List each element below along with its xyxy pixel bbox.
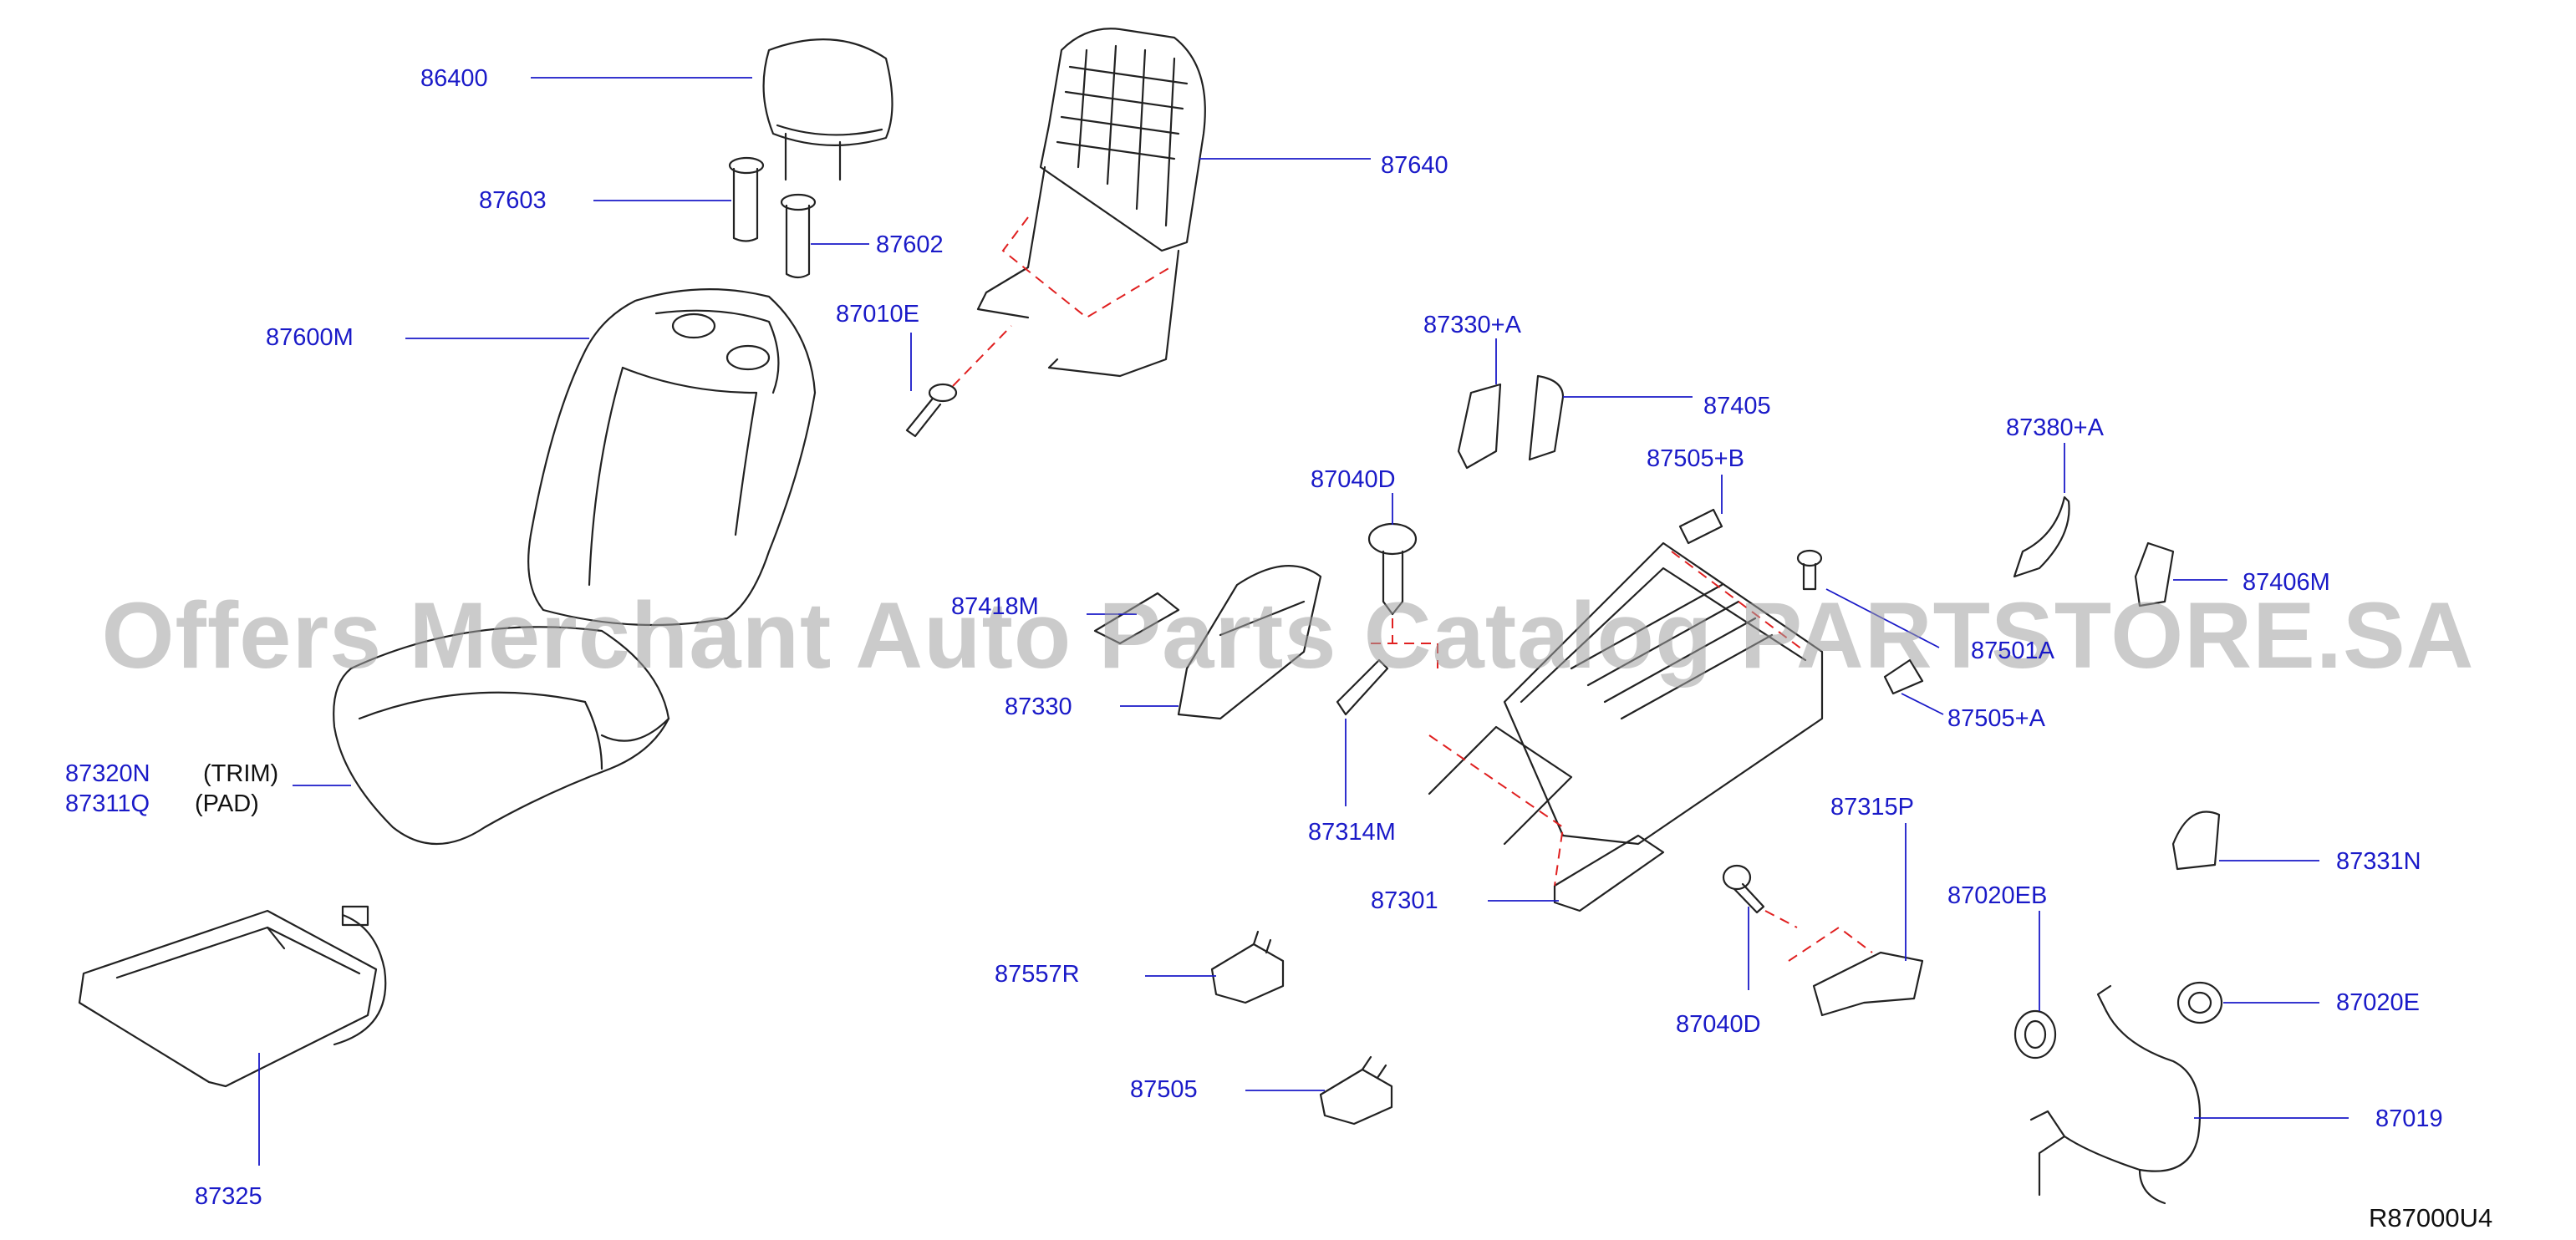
harness-87019[interactable] — [2029, 984, 2202, 1205]
label-87406M[interactable]: 87406M — [2243, 569, 2330, 596]
label-87020EB[interactable]: 87020EB — [1947, 882, 2048, 909]
headrest-guide-87602[interactable] — [780, 193, 817, 279]
label-87557R[interactable]: 87557R — [995, 961, 1080, 988]
label-pad: (PAD) — [195, 790, 259, 817]
cover-87406M[interactable] — [2134, 541, 2175, 607]
label-trim: (TRIM) — [203, 760, 279, 787]
diagram-code: R87000U4 — [2369, 1203, 2493, 1232]
label-87320N[interactable]: 87320N — [65, 760, 150, 787]
clip-87505[interactable] — [1319, 1055, 1393, 1126]
cover-87405[interactable] — [1528, 374, 1565, 461]
label-87325[interactable]: 87325 — [195, 1183, 262, 1210]
label-87010E[interactable]: 87010E — [836, 301, 919, 328]
clip-87418M[interactable] — [1093, 592, 1180, 645]
label-87501A[interactable]: 87501A — [1971, 638, 2054, 664]
label-86400[interactable]: 86400 — [420, 65, 488, 92]
side-cover-87330[interactable] — [1177, 565, 1322, 720]
seatback-cushion-87600M[interactable] — [527, 288, 817, 627]
label-87380-plus-a[interactable]: 87380+A — [2006, 414, 2104, 441]
bolt-87010E[interactable] — [905, 325, 1012, 438]
seatback-frame-87640[interactable] — [976, 28, 1206, 378]
label-87505[interactable]: 87505 — [1130, 1076, 1198, 1103]
label-87405[interactable]: 87405 — [1703, 393, 1771, 419]
seat-pan-87325[interactable] — [78, 905, 387, 1088]
label-87331N[interactable]: 87331N — [2336, 848, 2421, 875]
leader-lines — [258, 77, 2349, 1166]
trim-87314M[interactable] — [1336, 643, 1438, 716]
label-87330[interactable]: 87330 — [1005, 694, 1072, 720]
label-87040D-bottom[interactable]: 87040D — [1676, 1011, 1761, 1038]
bracket-87315P[interactable] — [1788, 926, 1924, 1017]
headrest-86400[interactable] — [762, 38, 893, 181]
label-87020E[interactable]: 87020E — [2336, 989, 2420, 1016]
screw-87040D-bottom[interactable] — [1722, 864, 1798, 928]
seat-frame-87301[interactable] — [1428, 541, 1824, 912]
label-87314M[interactable]: 87314M — [1308, 819, 1396, 846]
clip-87020E[interactable] — [2176, 981, 2223, 1024]
label-87315P[interactable]: 87315P — [1830, 794, 1914, 821]
clip-87505-plus-b[interactable] — [1678, 508, 1723, 545]
screw-87040D-top[interactable] — [1367, 522, 1418, 643]
clip-87557R[interactable] — [1210, 930, 1285, 1004]
headrest-guide-87603[interactable] — [728, 156, 765, 242]
bolt-87501A[interactable] — [1796, 549, 1823, 591]
label-87040D-top[interactable]: 87040D — [1311, 466, 1396, 493]
label-87330-plus-a[interactable]: 87330+A — [1423, 312, 1521, 338]
seat-cushion-87320N[interactable] — [333, 626, 670, 846]
label-87019[interactable]: 87019 — [2375, 1105, 2443, 1132]
label-87603[interactable]: 87603 — [479, 187, 547, 214]
clip-87505-plus-a[interactable] — [1883, 658, 1924, 695]
label-87505-plus-a[interactable]: 87505+A — [1947, 705, 2045, 732]
lever-87380-plus-a[interactable] — [2013, 495, 2070, 578]
label-87311Q[interactable]: 87311Q — [65, 790, 150, 817]
label-87602[interactable]: 87602 — [876, 231, 944, 258]
clip-87020EB[interactable] — [2013, 1009, 2057, 1060]
watermark: Offers Merchant Auto Parts Catalog PARTS… — [101, 583, 2475, 688]
label-87418M[interactable]: 87418M — [951, 593, 1039, 620]
label-87505-plus-b[interactable]: 87505+B — [1647, 445, 1744, 472]
cover-87331N[interactable] — [2171, 811, 2221, 871]
label-87301[interactable]: 87301 — [1371, 887, 1438, 914]
label-87640[interactable]: 87640 — [1381, 152, 1448, 179]
label-87600M[interactable]: 87600M — [266, 324, 354, 351]
cover-87330-plus-a[interactable] — [1457, 383, 1502, 470]
